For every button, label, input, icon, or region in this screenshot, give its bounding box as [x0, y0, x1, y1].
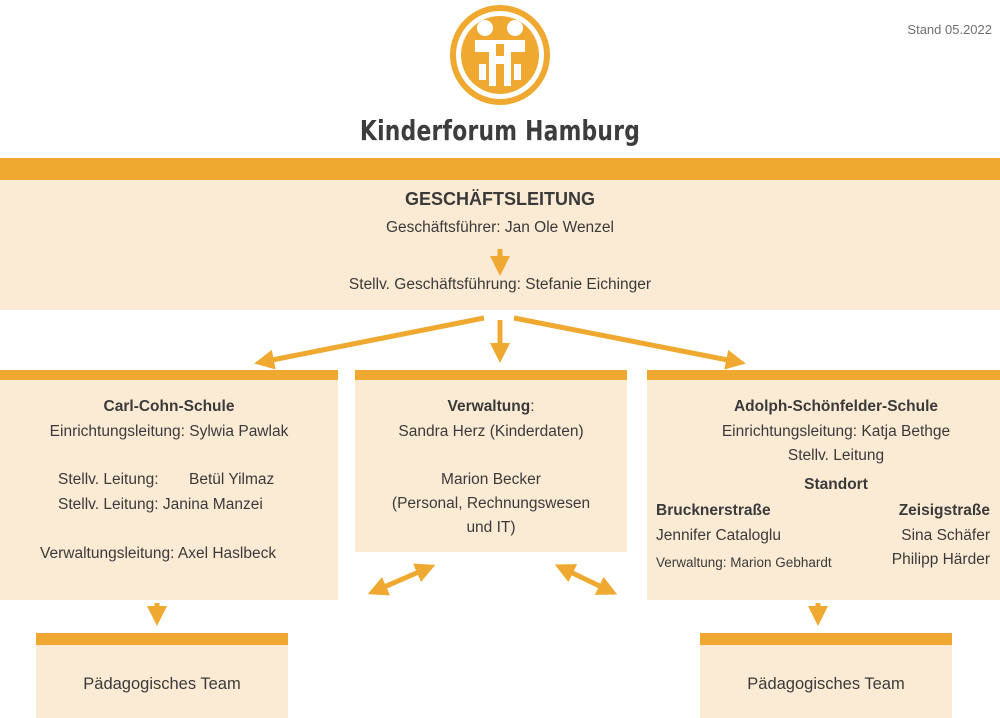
team-right-box: Pädagogisches Team: [700, 633, 952, 718]
management-deputy: Stellv. Geschäftsführung: Stefanie Eichi…: [348, 276, 652, 293]
adolph-box-bar: [647, 370, 1000, 380]
adolph-lead: Einrichtungsleitung: Katja Bethge: [721, 423, 951, 440]
team-left-box-bar: [36, 633, 288, 645]
site-right-person1: Sina Schäfer: [901, 527, 990, 544]
verwaltung-line1: Sandra Herz (Kinderdaten): [398, 423, 584, 440]
team-right-label: Pädagogisches Team: [747, 675, 905, 693]
adolph-name: Adolph-Schönfelder-Schule: [733, 398, 939, 415]
carl-cohn-admin-lead: Verwaltungsleitung: Axel Haslbeck: [40, 545, 277, 562]
carl-cohn-lead: Einrichtungsleitung: Sylwia Pawlak: [49, 423, 289, 440]
carl-cohn-box-bar: [0, 370, 338, 380]
management-box: GESCHÄFTSLEITUNG Geschäftsführer: Jan Ol…: [0, 158, 1000, 310]
site-left-admin: Verwaltung: Marion Gebhardt: [656, 555, 832, 570]
verwaltung-box: Verwaltung: Sandra Herz (Kinderdaten) Ma…: [355, 370, 627, 552]
carl-cohn-name: Carl-Cohn-Schule: [103, 398, 235, 415]
arrow-to-carl-cohn: [254, 315, 485, 370]
team-left-label: Pädagogisches Team: [83, 675, 241, 693]
arrow-to-adolph: [513, 315, 746, 370]
carl-cohn-deputy1-name: Betül Yilmaz: [189, 471, 275, 488]
verwaltung-colon: :: [530, 398, 535, 415]
arrow-verwaltung-adolph: [554, 564, 618, 595]
management-ceo: Geschäftsführer: Jan Ole Wenzel: [385, 219, 614, 236]
team-left-box: Pädagogisches Team: [36, 633, 288, 718]
site-left-name: Brucknerstraße: [656, 502, 771, 519]
carl-cohn-deputy1-label: Stellv. Leitung:: [58, 471, 159, 488]
management-box-bar: [0, 158, 1000, 180]
adolph-standort: Standort: [804, 476, 868, 493]
verwaltung-line4: und IT): [466, 519, 516, 536]
adolph-box: Adolph-Schönfelder-Schule Einrichtungsle…: [647, 370, 1000, 600]
stand-date: Stand 05.2022: [907, 22, 992, 37]
verwaltung-name: Verwaltung: [447, 398, 531, 415]
adolph-deputy: Stellv. Leitung: [787, 447, 885, 464]
carl-cohn-box: Carl-Cohn-Schule Einrichtungsleitung: Sy…: [0, 370, 338, 600]
site-right-person2: Philipp Härder: [891, 551, 990, 568]
verwaltung-line2: Marion Becker: [441, 471, 541, 488]
verwaltung-title: Verwaltung:: [355, 398, 627, 416]
kinderforum-logo-icon: [450, 5, 550, 105]
management-title: GESCHÄFTSLEITUNG: [404, 189, 595, 209]
verwaltung-box-bar: [355, 370, 627, 380]
arrow-verwaltung-carl-cohn: [367, 563, 436, 596]
verwaltung-line3: (Personal, Rechnungswesen: [391, 495, 591, 512]
site-right-name: Zeisigstraße: [898, 502, 990, 519]
site-left-person: Jennifer Cataloglu: [656, 527, 781, 544]
team-right-box-bar: [700, 633, 952, 645]
carl-cohn-deputy2: Stellv. Leitung: Janina Manzei: [58, 496, 263, 513]
org-name: Kinderforum Hamburg: [359, 114, 641, 147]
